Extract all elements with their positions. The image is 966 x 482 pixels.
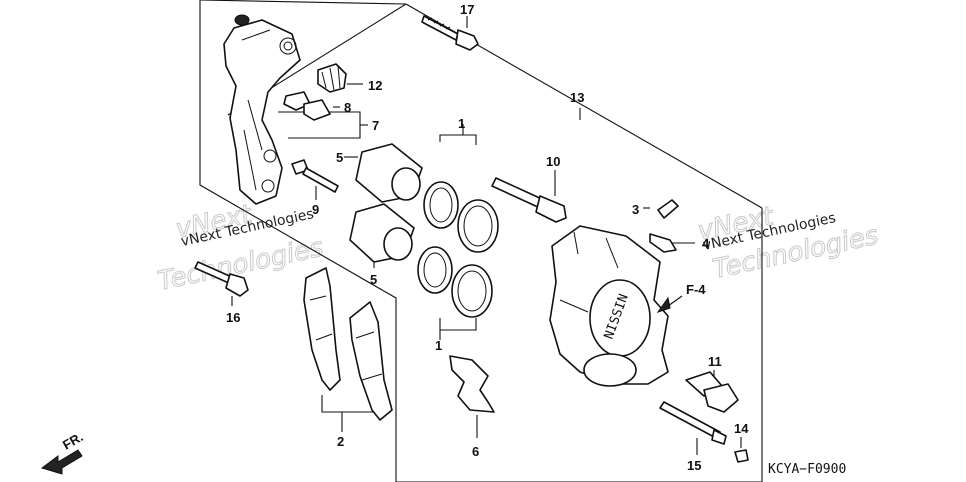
- caliper-bracket: [223, 14, 301, 205]
- callout-14: 14: [734, 421, 749, 436]
- callout-7: 7: [372, 118, 379, 133]
- bleeder-3: [657, 199, 679, 219]
- svg-text:F-4: F-4: [686, 282, 706, 297]
- boot-12: [317, 63, 347, 93]
- caliper-body: NISSIN: [549, 225, 669, 387]
- callout-5-lower: 5: [370, 272, 377, 287]
- pin-10: [491, 177, 567, 223]
- bolt-17: [421, 15, 479, 51]
- reference-f4: F-4: [656, 282, 706, 313]
- callout-1-upper: 1: [458, 116, 465, 131]
- callout-12: 12: [368, 78, 382, 93]
- callout-2: 2: [337, 434, 344, 449]
- callout-6: 6: [472, 444, 479, 459]
- front-marker: FR.: [40, 429, 86, 475]
- nut-14: [734, 449, 749, 463]
- cap-4: [649, 233, 677, 253]
- callout-1-lower: 1: [435, 338, 442, 353]
- boot-11: [685, 371, 739, 413]
- callout-15: 15: [687, 458, 701, 473]
- callout-16: 16: [226, 310, 240, 325]
- pad-spring-6: [449, 355, 495, 413]
- bolt-9: [291, 159, 339, 193]
- callout-13: 13: [570, 90, 584, 105]
- callout-3: 3: [632, 202, 639, 217]
- pin-15: [659, 401, 727, 445]
- svg-text:FR.: FR.: [60, 429, 86, 452]
- callout-11: 11: [708, 354, 722, 369]
- callout-17: 17: [460, 2, 474, 17]
- clips-8: [283, 91, 331, 121]
- callout-9: 9: [312, 202, 319, 217]
- callout-4: 4: [702, 236, 710, 251]
- pistons-5: [349, 143, 423, 263]
- diagram-code: KCYA−F0900: [768, 462, 846, 477]
- watermark-logo: vNext Technologies vNext Technologies: [155, 199, 882, 297]
- callout-10: 10: [546, 154, 560, 169]
- callout-8: 8: [344, 100, 351, 115]
- callout-labels: 17 12 8 7 5 9 13 1 10 3 4 5 1 16 2 6 11 …: [226, 2, 749, 473]
- seals-1: [417, 181, 499, 318]
- callout-5-upper: 5: [336, 150, 343, 165]
- brake-pads-2: [303, 267, 393, 421]
- bolt-16: [194, 261, 249, 297]
